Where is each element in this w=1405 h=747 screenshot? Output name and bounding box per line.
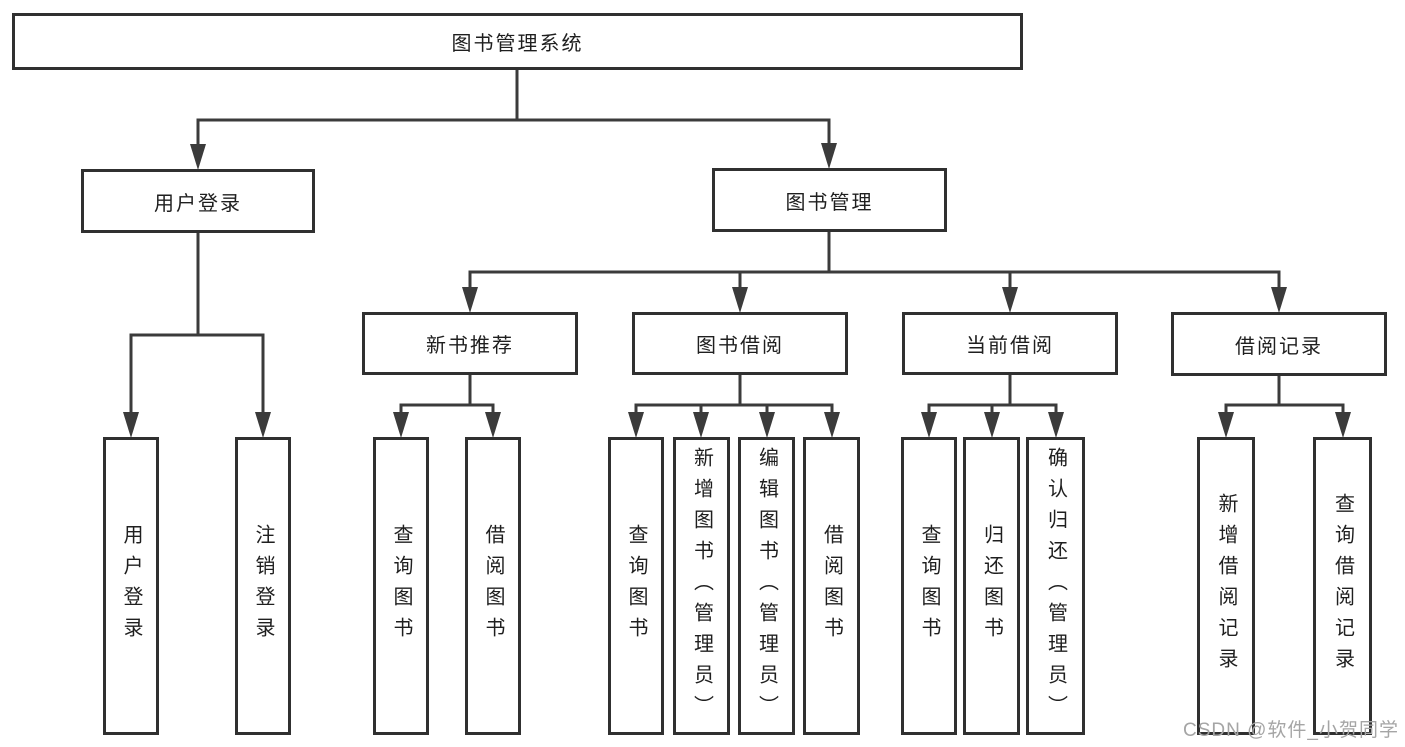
leaf-edit-book-admin: 编辑图书（管理员） (738, 437, 795, 735)
arrowhead-icon (693, 412, 709, 438)
arrowhead-icon (1218, 412, 1234, 438)
leaf-logout: 注销登录 (235, 437, 291, 735)
leaf-borrow-book-newrec: 借阅图书 (465, 437, 521, 735)
arrowhead-icon (824, 412, 840, 438)
node-book-management: 图书管理 (712, 168, 947, 232)
leaf-user-login: 用户登录 (103, 437, 159, 735)
leaf-label: 编辑图书（管理员） (755, 446, 778, 726)
node-label: 借阅记录 (1235, 335, 1323, 358)
connector-user-login-to-leaves (123, 231, 271, 438)
node-label: 用户登录 (154, 192, 242, 215)
node-user-login: 用户登录 (81, 169, 315, 233)
leaf-return-book: 归还图书 (963, 437, 1020, 735)
leaf-label: 查询图书 (625, 524, 647, 648)
leaf-query-book-newrec: 查询图书 (373, 437, 429, 735)
arrowhead-icon (732, 287, 748, 313)
leaf-label: 借阅图书 (820, 524, 843, 648)
connector-borrow-record-to-leaves (1218, 374, 1351, 438)
node-label: 图书借阅 (696, 335, 784, 357)
node-label: 当前借阅 (966, 335, 1054, 357)
arrowhead-icon (1271, 287, 1287, 313)
arrowhead-icon (190, 144, 206, 170)
node-new-book-recommend: 新书推荐 (362, 312, 578, 375)
arrowhead-icon (485, 412, 501, 438)
arrowhead-icon (393, 412, 409, 438)
arrowhead-icon (821, 143, 837, 169)
arrowhead-icon (759, 412, 775, 438)
leaf-add-book-admin: 新增图书（管理员） (673, 437, 730, 735)
leaf-query-book-current: 查询图书 (901, 437, 957, 735)
node-label: 图书管理 (785, 191, 874, 214)
leaf-label: 查询图书 (918, 524, 940, 648)
arrowhead-icon (984, 412, 1000, 438)
leaf-label: 查询借阅记录 (1331, 493, 1354, 679)
connector-root-to-level2 (190, 68, 837, 170)
node-root: 图书管理系统 (12, 13, 1023, 70)
leaf-label: 新增图书（管理员） (690, 446, 713, 726)
connector-new-book-to-leaves (393, 373, 501, 438)
leaf-query-borrow-record: 查询借阅记录 (1313, 437, 1372, 735)
leaf-label: 确认归还（管理员） (1044, 446, 1067, 726)
leaf-label: 新增借阅记录 (1215, 493, 1237, 679)
leaf-confirm-return-admin: 确认归还（管理员） (1026, 437, 1085, 735)
watermark: CSDN @软件_小贺同学 (1183, 720, 1399, 741)
leaf-label: 借阅图书 (482, 524, 504, 648)
leaf-label: 归还图书 (980, 524, 1003, 648)
arrowhead-icon (921, 412, 937, 438)
arrowhead-icon (123, 412, 139, 438)
arrowhead-icon (462, 287, 478, 313)
node-borrow-records: 借阅记录 (1171, 312, 1387, 376)
arrowhead-icon (1048, 412, 1064, 438)
connector-book-mgmt-to-level3 (462, 230, 1287, 313)
leaf-label: 用户登录 (120, 524, 142, 648)
leaf-label: 查询图书 (390, 524, 412, 648)
arrowhead-icon (1002, 287, 1018, 313)
leaf-query-book-borrow: 查询图书 (608, 437, 664, 735)
leaf-borrow-book-borrow: 借阅图书 (803, 437, 860, 735)
node-root-label: 图书管理系统 (451, 33, 584, 55)
leaf-add-borrow-record: 新增借阅记录 (1197, 437, 1255, 735)
connector-book-borrow-to-leaves (628, 373, 840, 438)
node-book-borrow: 图书借阅 (632, 312, 848, 375)
leaf-label: 注销登录 (252, 524, 274, 648)
node-label: 新书推荐 (426, 335, 514, 357)
arrowhead-icon (1335, 412, 1351, 438)
node-current-borrow: 当前借阅 (902, 312, 1118, 375)
connector-current-borrow-to-leaves (921, 373, 1064, 438)
arrowhead-icon (628, 412, 644, 438)
arrowhead-icon (255, 412, 271, 438)
